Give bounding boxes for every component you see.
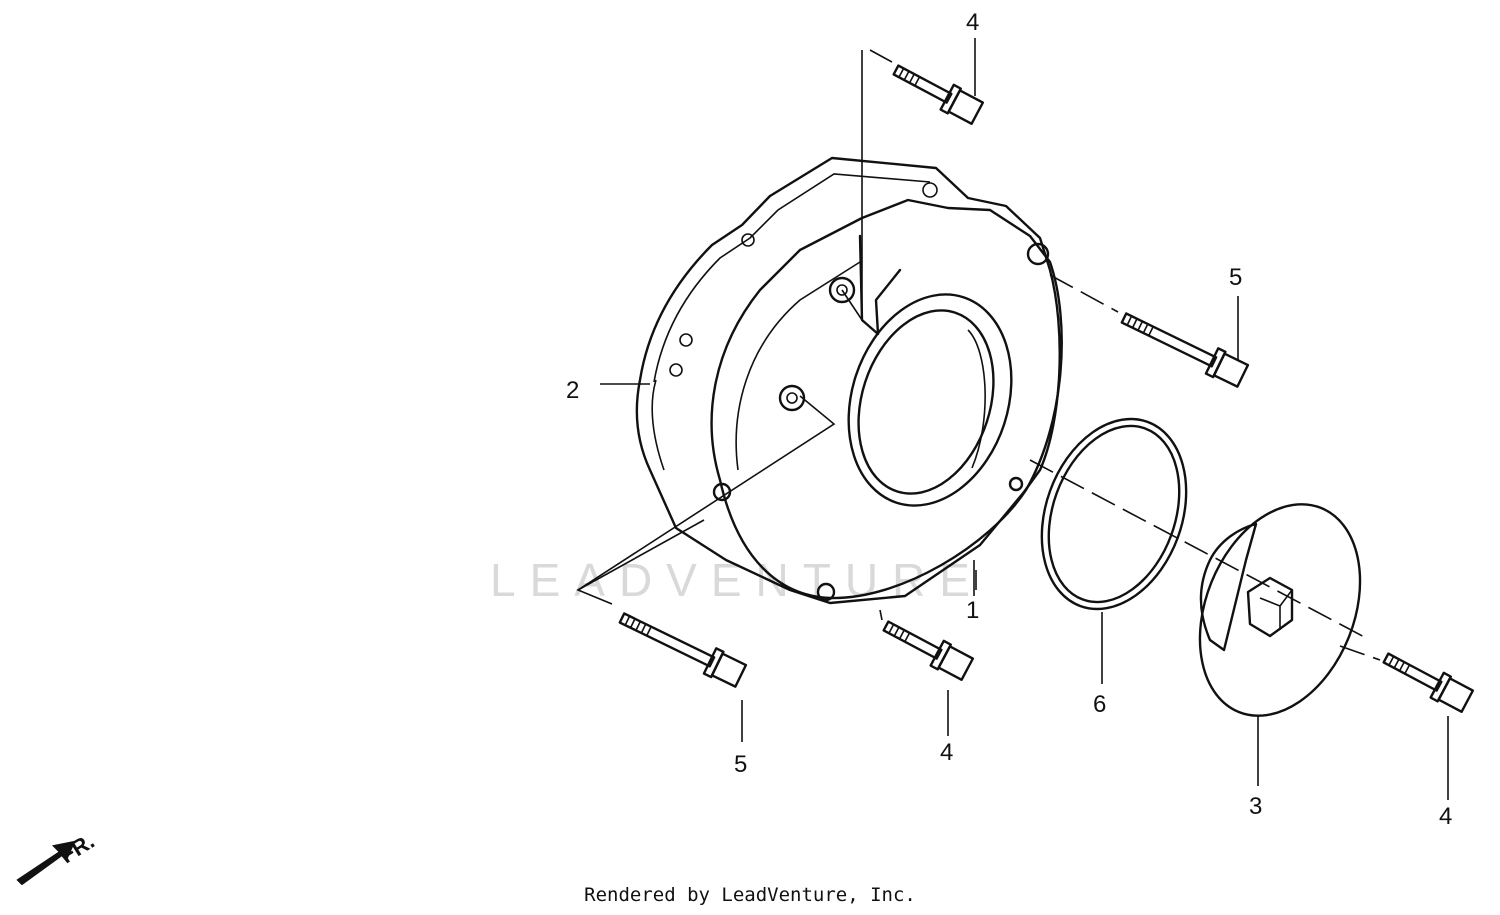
callout-left-2: 2 [566,377,579,404]
callout-lower-5: 5 [734,751,747,778]
bolt-top [892,64,985,125]
footer-credit: Rendered by LeadVenture, Inc. [584,884,916,906]
callout-lower-4: 4 [940,739,953,766]
gasket [635,156,1061,605]
callout-cover-1: 1 [966,597,979,624]
front-arrow-icon [16,840,76,886]
callout-right-5: 5 [1229,264,1242,291]
direction-label: FR. [55,828,98,868]
bolt-lower-mid [882,620,975,681]
centerlines [869,49,1381,661]
callout-oring-6: 6 [1093,691,1106,718]
callout-top-4: 4 [966,9,979,36]
bolt-right [1120,312,1250,388]
callout-cap-3: 3 [1249,793,1262,820]
plug-cap [1198,503,1362,717]
bolt-right-bottom [1382,652,1475,713]
leader-lines [576,50,977,605]
crankcase-cover [710,198,1063,602]
callout-leaders [741,38,1449,800]
callout-right-4: 4 [1439,803,1452,830]
o-ring [1040,417,1188,611]
bolt-lower-left [618,612,748,688]
